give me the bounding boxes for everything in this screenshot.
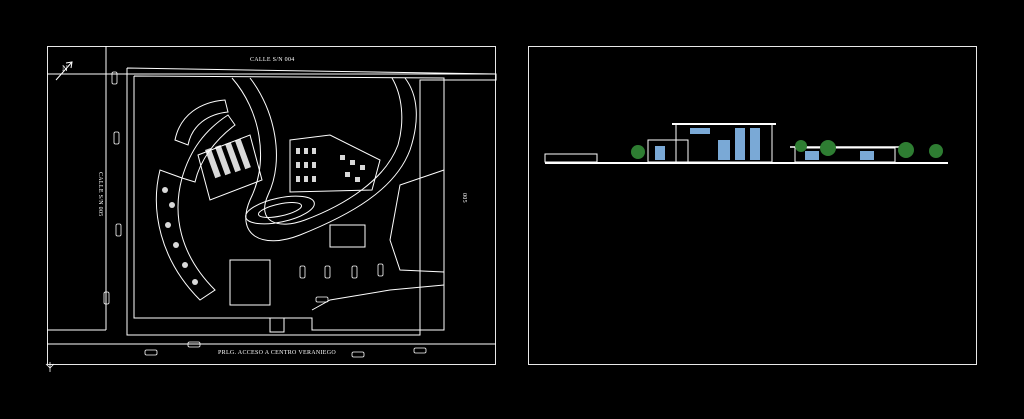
site-boundary [126, 67, 497, 336]
table [192, 279, 198, 285]
desk [312, 162, 316, 168]
access-road-outer [231, 77, 417, 242]
entry-stair [269, 317, 285, 333]
car [111, 71, 118, 85]
parking-edge [389, 169, 445, 273]
pavilion-volume [794, 147, 896, 163]
window-mid [718, 140, 730, 160]
desk [304, 176, 308, 182]
desk [296, 148, 300, 154]
north-label: N [62, 64, 69, 73]
elevation-sheet [528, 46, 977, 365]
seating-row [224, 141, 241, 173]
street-label-top: CALLE S/N 004 [250, 57, 295, 63]
car [115, 223, 122, 237]
central-roundabout [245, 195, 315, 225]
desk [360, 165, 365, 170]
car [187, 341, 201, 348]
seating-row [234, 138, 251, 170]
classroom-block [289, 134, 381, 193]
desk [350, 160, 355, 165]
round-pavilion [174, 99, 229, 146]
car [351, 265, 358, 279]
table [182, 262, 188, 268]
curved-wing-outer [155, 169, 216, 301]
desk [312, 148, 316, 154]
car [103, 291, 110, 305]
service-block [229, 259, 271, 306]
window-tall [750, 128, 760, 160]
table [173, 242, 179, 248]
access-road-inner [249, 77, 403, 225]
street-label-bottom: PRLG. ACCESO A CENTRO VERANIEGO [218, 350, 337, 356]
curved-wing-upper [181, 114, 236, 183]
seating-row [205, 147, 221, 179]
desk [340, 155, 345, 160]
desk [296, 176, 300, 182]
car [144, 349, 158, 356]
window-upper [690, 128, 710, 134]
annex-block [329, 224, 366, 248]
table [169, 202, 175, 208]
left-wall [544, 153, 598, 163]
car [377, 263, 384, 277]
window-low [655, 146, 665, 160]
palm-tree [631, 145, 645, 159]
car [351, 351, 365, 358]
site-plan-sheet [47, 46, 496, 365]
site-inner-boundary [133, 75, 445, 331]
desk [304, 148, 308, 154]
street-label-left: CALLE S/N 005 [97, 172, 103, 217]
palm-tree [898, 142, 914, 158]
car [324, 265, 331, 279]
desk [296, 162, 300, 168]
palm-tree [929, 144, 943, 158]
car [113, 131, 120, 145]
north-arrow-icon [55, 61, 73, 81]
window-tall [735, 128, 745, 160]
auditorium-block [197, 134, 263, 201]
pavilion-window [860, 151, 874, 160]
roundabout-island [257, 202, 303, 218]
parking-curb [311, 284, 445, 311]
desk [345, 172, 350, 177]
car [299, 265, 306, 279]
car [315, 296, 329, 303]
desk [355, 177, 360, 182]
palm-tree [795, 140, 807, 152]
palm-tree [820, 140, 836, 156]
table [162, 187, 168, 193]
desk [312, 176, 316, 182]
street-label-right: 005 [461, 193, 467, 203]
seating-row [214, 144, 231, 176]
ucs-icon [45, 362, 55, 372]
table [165, 222, 171, 228]
pavilion-window [805, 151, 819, 160]
car [413, 347, 427, 354]
low-volume [647, 139, 689, 163]
desk [304, 162, 308, 168]
